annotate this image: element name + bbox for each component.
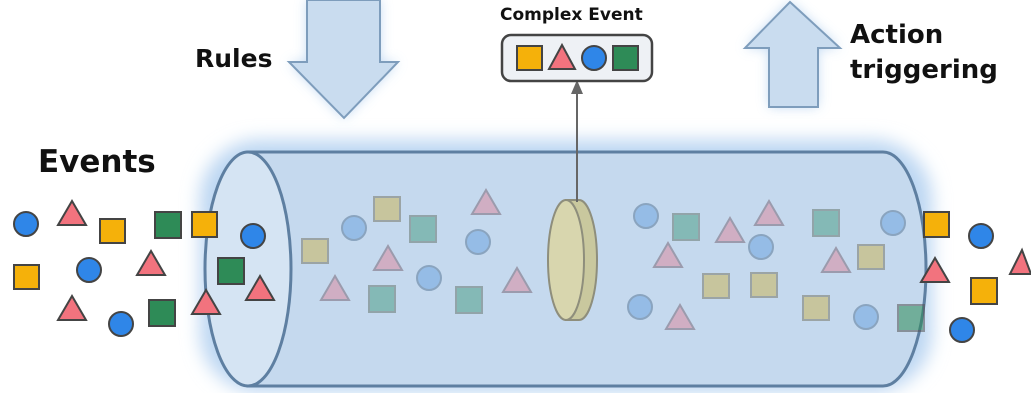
triangle-icon	[919, 256, 951, 283]
circle-icon	[465, 229, 491, 255]
triangle-icon	[319, 274, 351, 301]
triangle-icon	[1008, 247, 1031, 275]
circle-icon	[627, 294, 653, 320]
square-icon	[612, 45, 639, 71]
arrow-up-icon	[742, 0, 843, 108]
pipe-mouth	[203, 150, 293, 388]
complex-event-label: Complex Event	[500, 5, 643, 25]
triangle-icon	[135, 249, 167, 276]
rules-label: Rules	[195, 44, 273, 73]
circle-icon	[581, 45, 607, 71]
triangle-icon	[547, 42, 577, 70]
square-icon	[217, 257, 245, 285]
events-label: Events	[38, 144, 156, 180]
circle-icon	[633, 203, 659, 229]
square-icon	[750, 272, 778, 298]
square-icon	[99, 218, 126, 244]
triangle-icon	[56, 199, 88, 226]
triangle-icon	[714, 216, 746, 243]
square-icon	[857, 244, 885, 270]
triangle-icon	[501, 266, 533, 293]
circle-icon	[108, 311, 134, 337]
square-icon	[702, 273, 730, 299]
square-icon	[923, 211, 950, 238]
square-icon	[154, 211, 182, 239]
square-icon	[812, 209, 840, 237]
triangle-icon	[56, 294, 88, 321]
square-icon	[191, 211, 218, 238]
outgoing-events	[919, 211, 1031, 343]
circle-icon	[416, 265, 442, 291]
triangle-icon	[470, 188, 502, 215]
triangle-icon	[652, 241, 684, 268]
complex-event-connector	[571, 80, 583, 202]
square-icon	[516, 45, 543, 71]
square-icon	[970, 277, 998, 305]
incoming-events	[13, 199, 276, 337]
complex-event-box	[500, 33, 654, 83]
action-triggering-label: Action triggering	[850, 18, 998, 88]
triangle-icon	[820, 246, 852, 273]
square-icon	[897, 304, 925, 332]
circle-icon	[968, 223, 994, 249]
square-icon	[409, 215, 437, 243]
square-icon	[373, 196, 401, 222]
square-icon	[672, 213, 700, 241]
square-icon	[802, 295, 830, 321]
triangle-icon	[753, 199, 785, 226]
in-pipe-events	[301, 188, 925, 332]
action-label-line1: Action	[850, 20, 944, 50]
triangle-icon	[190, 288, 222, 315]
square-icon	[368, 285, 396, 313]
circle-icon	[748, 234, 774, 260]
circle-icon	[76, 257, 102, 283]
triangle-icon	[664, 303, 696, 330]
circle-icon	[880, 210, 906, 236]
circle-icon	[13, 211, 39, 237]
square-icon	[455, 286, 483, 314]
action-label-line2: triggering	[850, 55, 998, 85]
square-icon	[148, 299, 176, 327]
square-icon	[13, 264, 40, 290]
circle-icon	[949, 317, 975, 343]
square-icon	[301, 238, 329, 264]
circle-icon	[240, 223, 266, 249]
arrow-down-icon	[286, 0, 401, 120]
triangle-icon	[244, 274, 276, 301]
triangle-icon	[372, 244, 404, 271]
circle-icon	[853, 304, 879, 330]
circle-icon	[341, 215, 367, 241]
filter-disc-icon	[547, 199, 598, 321]
